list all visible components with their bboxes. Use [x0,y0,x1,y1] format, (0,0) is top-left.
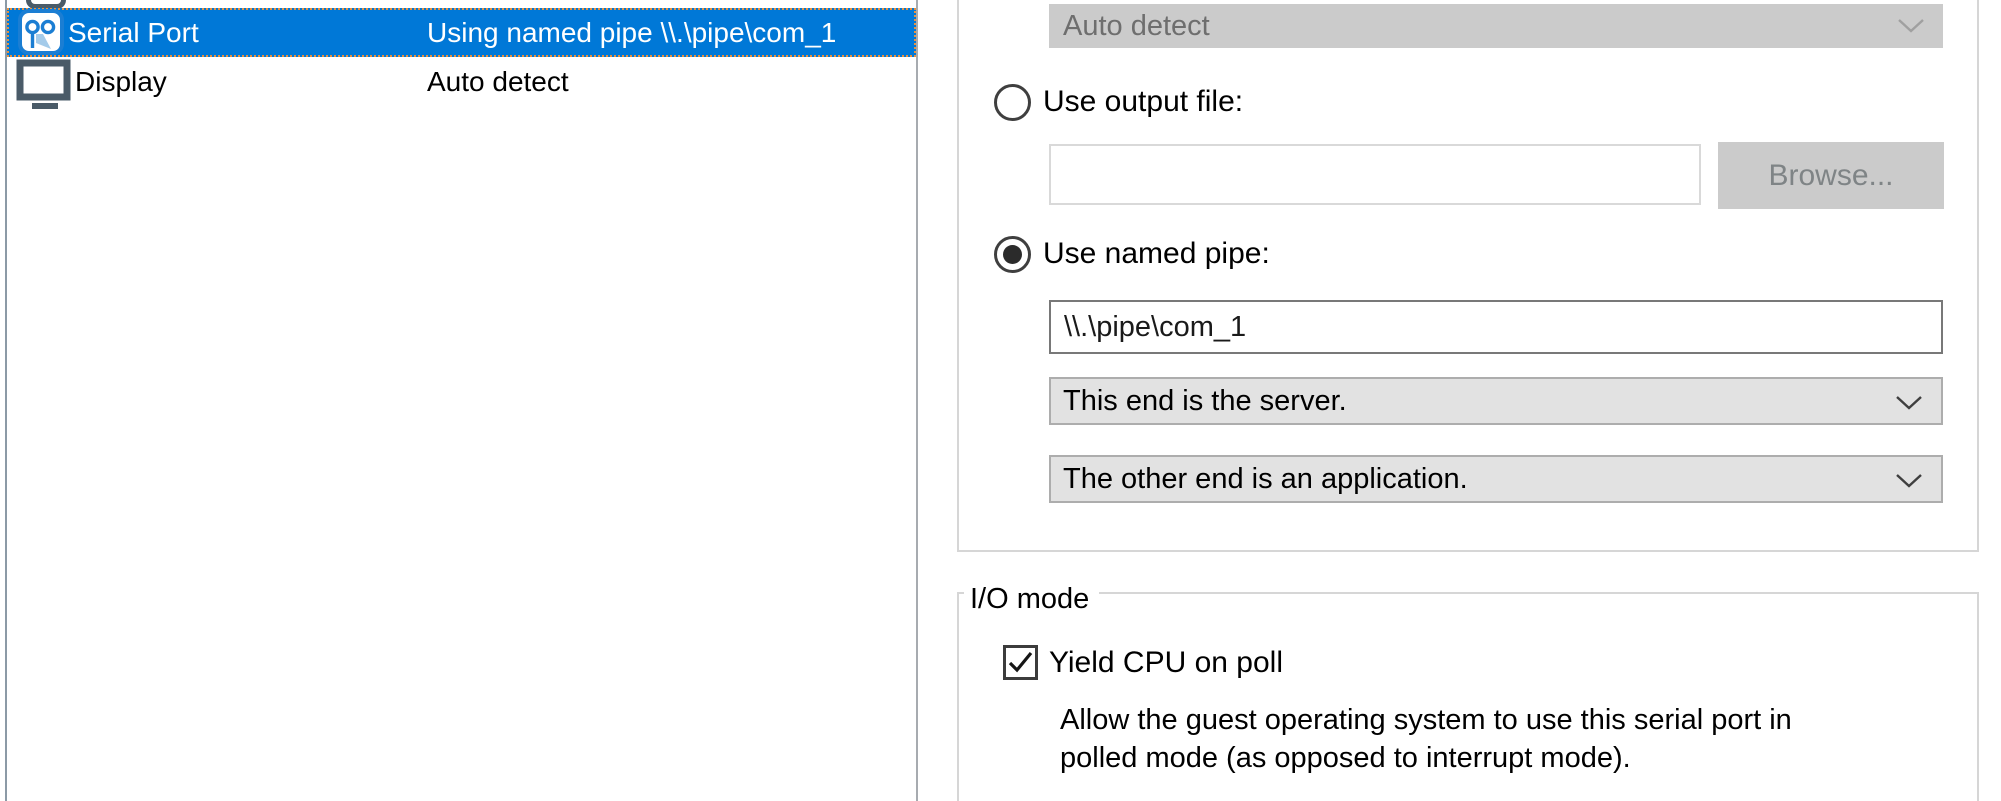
use-named-pipe-radio[interactable] [994,236,1031,273]
pipe-near-end-dropdown[interactable]: This end is the server. [1049,377,1943,425]
use-output-file-radio[interactable] [994,84,1031,121]
named-pipe-input[interactable] [1049,300,1943,354]
chevron-down-icon [1896,396,1922,410]
display-icon [16,59,71,109]
serial-port-icon [18,9,64,55]
yield-cpu-checkbox[interactable] [1003,645,1038,680]
partial-device-icon [26,0,66,9]
use-named-pipe-label[interactable]: Use named pipe: [1043,237,1270,270]
chevron-down-icon [1898,19,1924,33]
pipe-near-end-value: This end is the server. [1063,385,1347,417]
io-mode-groupbox [957,592,1979,801]
yield-cpu-label[interactable]: Yield CPU on poll [1049,646,1284,679]
device-name: Serial Port [68,17,199,48]
io-mode-description-line1: Allow the guest operating system to use … [1060,704,1792,736]
dialog-left-border [5,0,7,801]
checkmark-icon [1008,651,1033,673]
device-name: Display [75,66,167,97]
output-file-input[interactable] [1049,144,1701,205]
device-row-display[interactable]: Display Auto detect [7,57,916,109]
chevron-down-icon [1896,474,1922,488]
device-row-serial-port[interactable]: Serial Port Using named pipe \\.\pipe\co… [7,8,916,57]
device-summary: Using named pipe \\.\pipe\com_1 [427,17,837,48]
connection-groupbox [957,0,1979,552]
io-mode-group-label: I/O mode [964,581,1100,617]
use-output-file-label[interactable]: Use output file: [1043,85,1244,118]
device-summary: Auto detect [427,66,569,97]
device-list-right-border [916,0,918,801]
pipe-far-end-value: The other end is an application. [1063,463,1468,495]
pipe-far-end-dropdown[interactable]: The other end is an application. [1049,455,1943,503]
connection-dropdown[interactable]: Auto detect [1049,4,1943,48]
io-mode-description-line2: polled mode (as opposed to interrupt mod… [1060,742,1631,774]
browse-button[interactable]: Browse... [1718,142,1944,209]
connection-dropdown-value: Auto detect [1063,10,1210,42]
